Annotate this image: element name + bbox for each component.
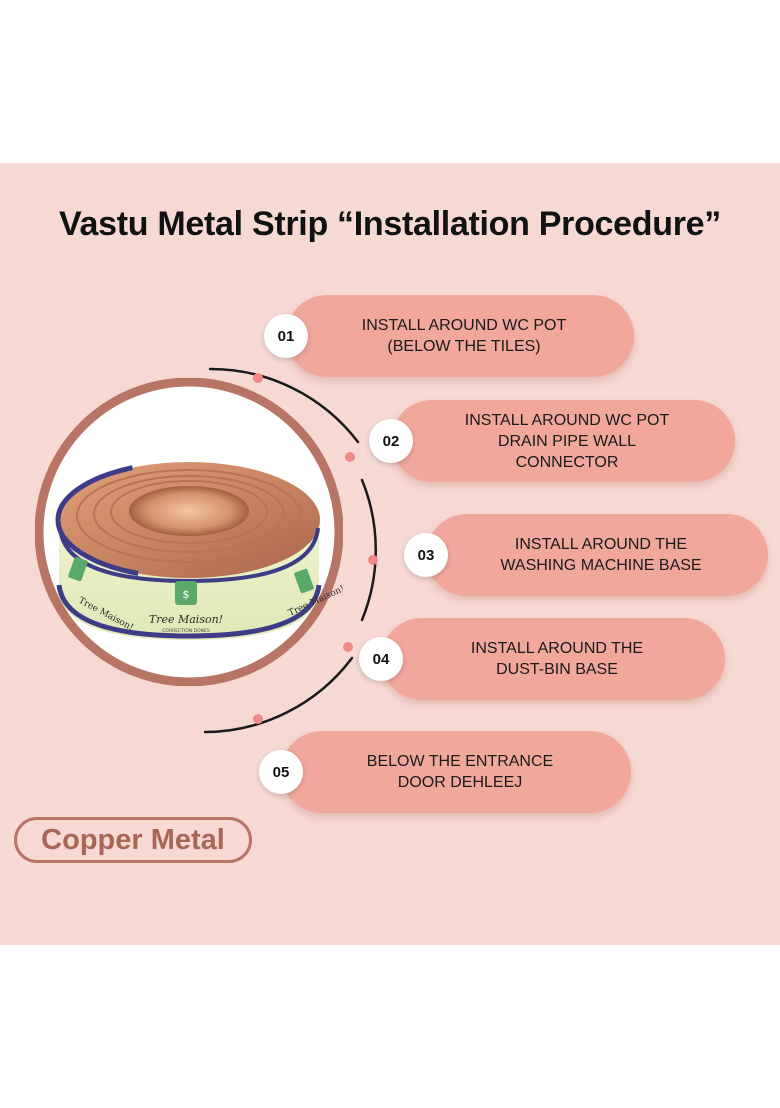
arc-dot (343, 642, 353, 652)
step-text: INSTALL AROUND THE WASHING MACHINE BASE (426, 514, 768, 596)
arc-dot (253, 373, 263, 383)
arc-dot (368, 555, 378, 565)
page-title: Vastu Metal Strip “Installation Procedur… (59, 205, 721, 243)
step-04: INSTALL AROUND THE DUST-BIN BASE 04 (355, 618, 727, 700)
product-sublabel: CORRECTION DONES (162, 628, 210, 634)
arc-dot (253, 714, 263, 724)
step-05: BELOW THE ENTRANCE DOOR DEHLEEJ 05 (255, 731, 633, 813)
step-02: INSTALL AROUND WC POT DRAIN PIPE WALL CO… (365, 400, 737, 482)
step-text: INSTALL AROUND WC POT DRAIN PIPE WALL CO… (391, 400, 735, 482)
product-label: Tree Maison! (149, 613, 223, 626)
step-text: INSTALL AROUND THE DUST-BIN BASE (381, 618, 725, 700)
step-number: 05 (259, 750, 303, 794)
svg-text:$: $ (183, 588, 190, 601)
step-number: 03 (404, 533, 448, 577)
step-01: INSTALL AROUND WC POT (BELOW THE TILES) … (260, 295, 636, 377)
copper-strip-product-image: $ Tree Maison! Tree Maison! Tree Maison!… (35, 378, 343, 686)
arc-dot (345, 452, 355, 462)
material-badge: Copper Metal (14, 817, 252, 863)
step-number: 02 (369, 419, 413, 463)
step-number: 01 (264, 314, 308, 358)
step-03: INSTALL AROUND THE WASHING MACHINE BASE … (400, 514, 770, 596)
step-text: INSTALL AROUND WC POT (BELOW THE TILES) (286, 295, 634, 377)
step-number: 04 (359, 637, 403, 681)
step-text: BELOW THE ENTRANCE DOOR DEHLEEJ (281, 731, 631, 813)
